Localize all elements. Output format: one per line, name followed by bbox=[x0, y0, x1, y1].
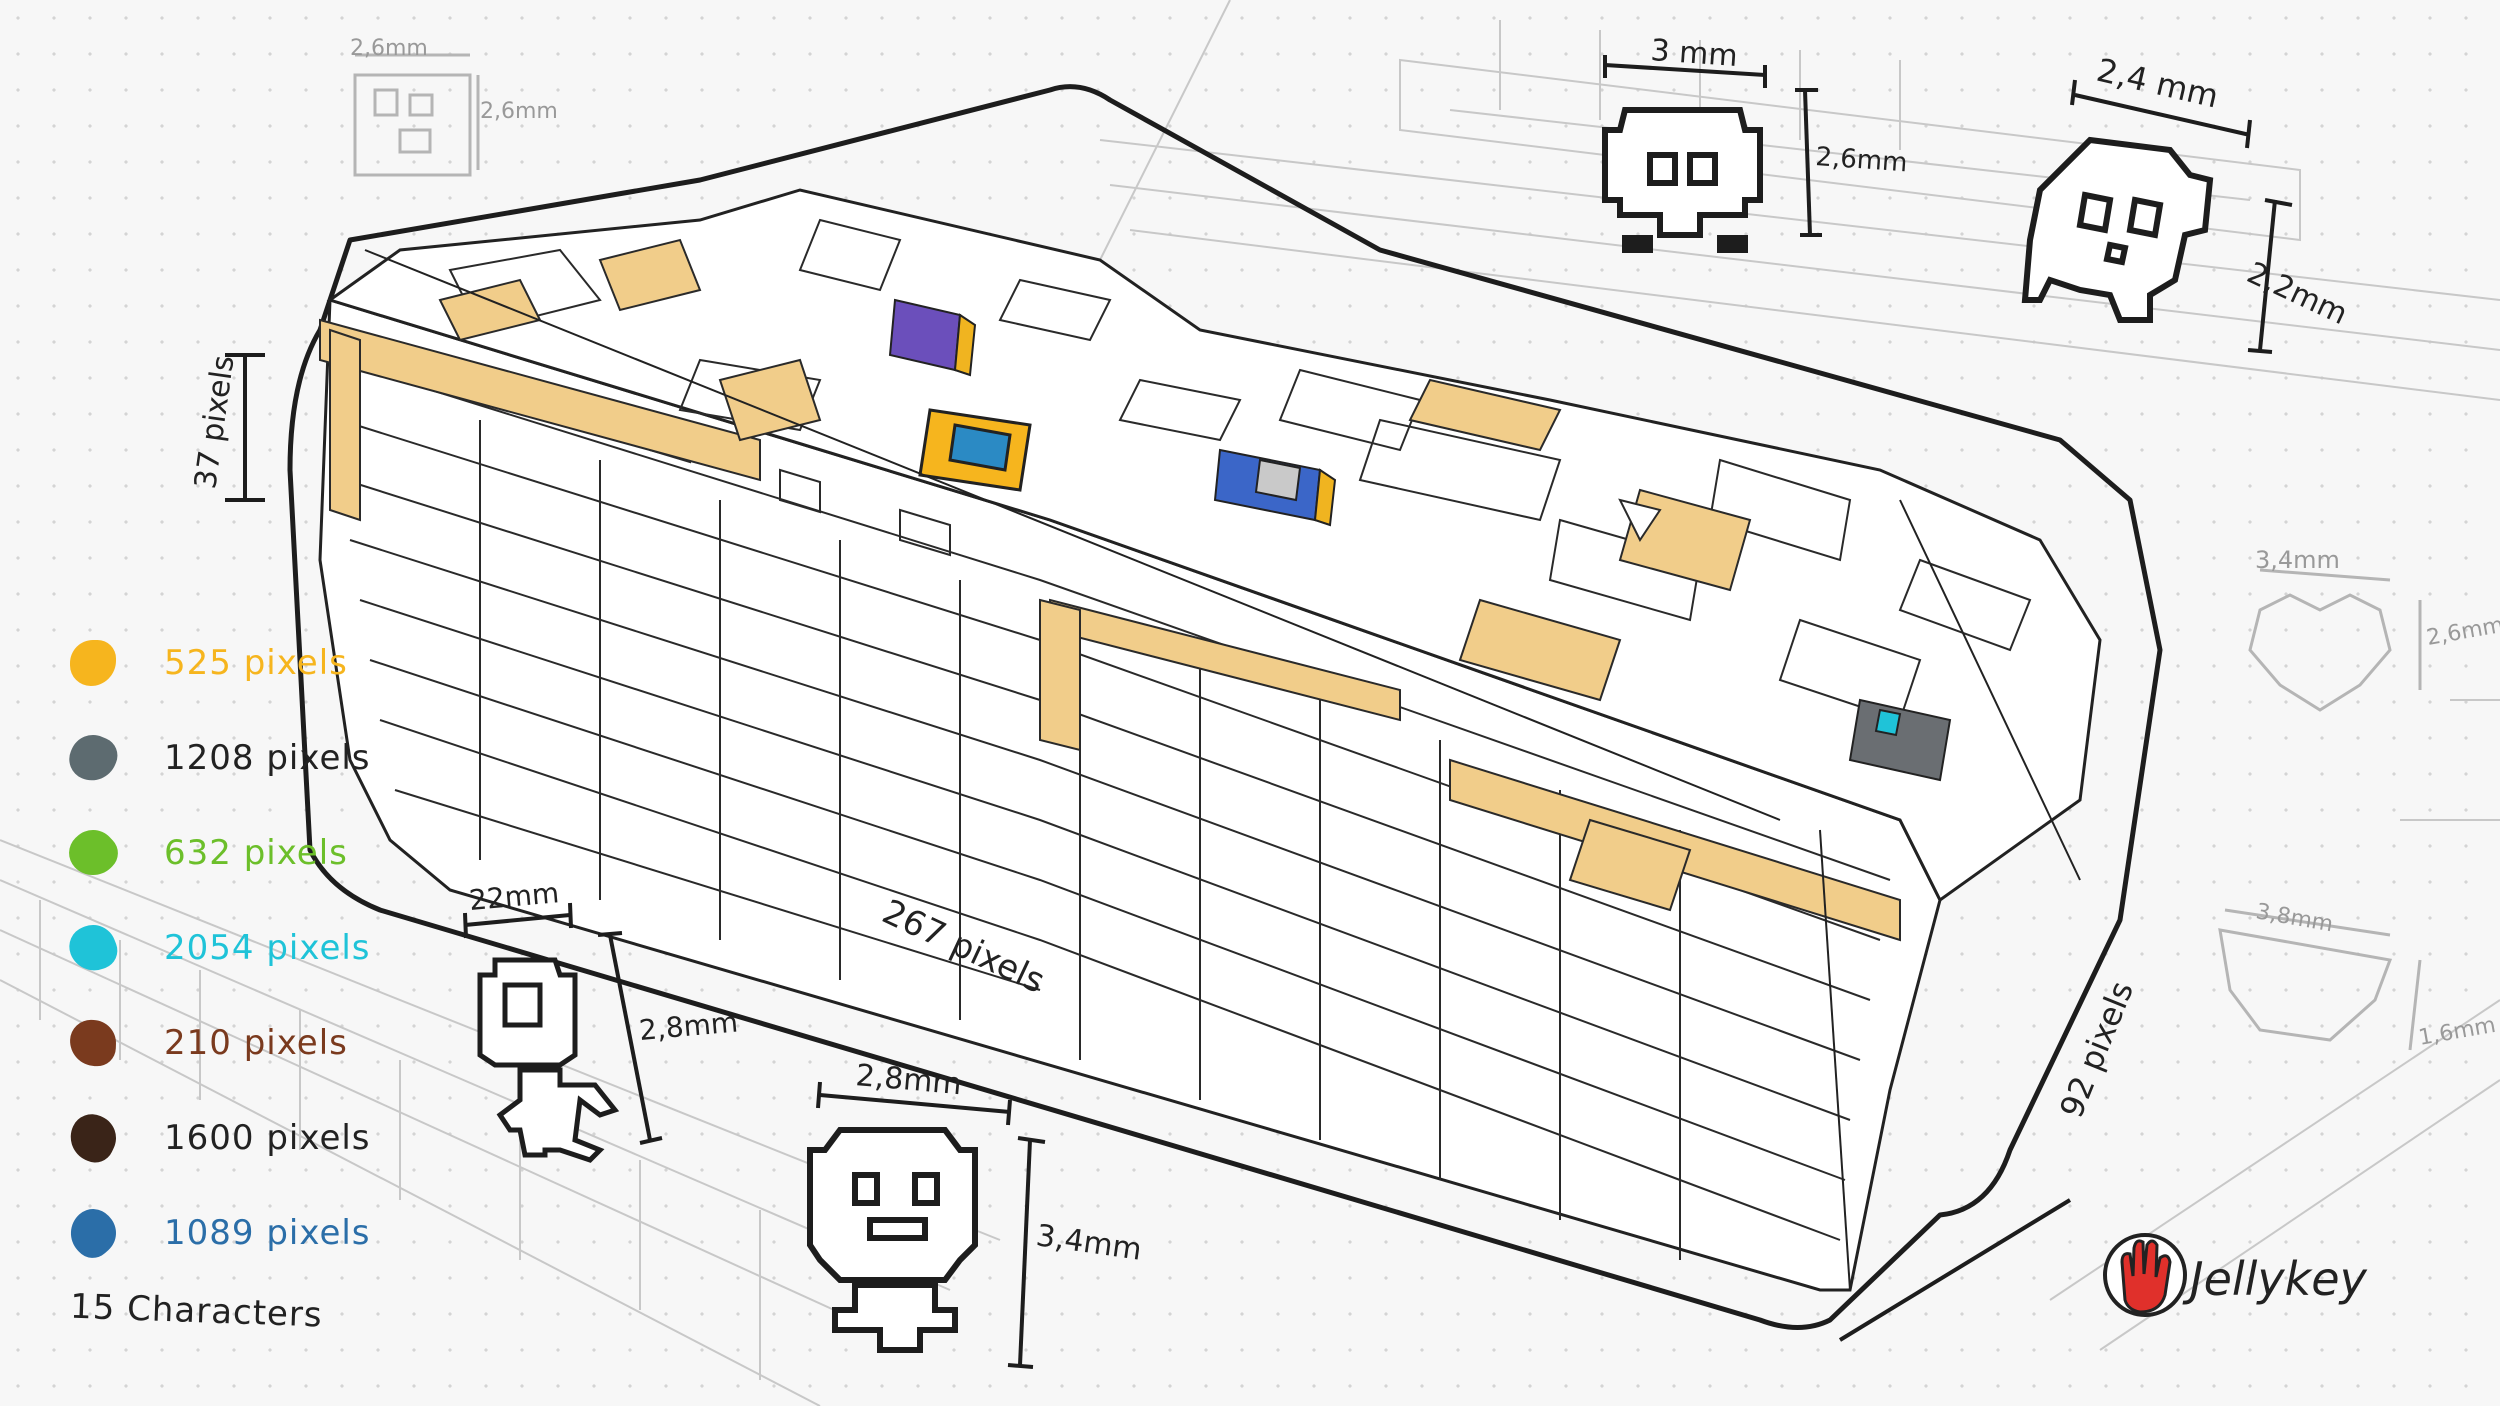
char-bottom-head-w: 2,8mm bbox=[854, 1058, 963, 1102]
char-bottom-head-dims bbox=[816, 1081, 1046, 1369]
legend-item: 1600 pixels bbox=[62, 1090, 490, 1185]
char-faint-small-w: 2,6mm bbox=[350, 36, 428, 61]
char-faint-small bbox=[353, 53, 480, 177]
legend-item: 1089 pixels bbox=[60, 1185, 490, 1280]
legend-label: 525 pixels bbox=[164, 642, 348, 683]
gray-block bbox=[1848, 698, 1952, 782]
color-swatch-icon bbox=[70, 639, 116, 686]
char-bottom-head bbox=[807, 1127, 978, 1353]
legend-item: 210 pixels bbox=[69, 995, 490, 1090]
legend-label: 1089 pixels bbox=[164, 1212, 371, 1253]
char-faint-small-h: 2,6mm bbox=[480, 99, 558, 124]
char-bottom-head-h: 3,4mm bbox=[1034, 1218, 1144, 1267]
legend-label: 632 pixels bbox=[164, 832, 348, 873]
purple-block bbox=[888, 298, 977, 377]
legend-item: 632 pixels bbox=[60, 805, 490, 900]
brand-logo: Jellykey bbox=[2103, 1233, 2368, 1317]
char-bottom-robot-w: 22mm bbox=[468, 876, 561, 917]
char-top-robot bbox=[1602, 107, 1763, 253]
hand-icon bbox=[2120, 1239, 2172, 1314]
legend-label: 1600 pixels bbox=[164, 1117, 371, 1158]
char-top-robot-h: 2,6mm bbox=[1815, 142, 1909, 178]
char-bottom-robot-h: 2,8mm bbox=[638, 1005, 740, 1047]
char-bottom-robot bbox=[477, 957, 620, 1163]
char-top-skull bbox=[2021, 136, 2214, 323]
legend-item: 525 pixels bbox=[70, 615, 490, 710]
legend: 525 pixels 1208 pixels 632 pixels 2054 pixe… bbox=[60, 615, 490, 1335]
color-swatch-icon bbox=[62, 727, 124, 788]
color-swatch-icon bbox=[60, 819, 126, 886]
perspective-lines bbox=[364, 249, 2081, 1291]
blue-block bbox=[1213, 448, 1337, 527]
color-swatch-icon bbox=[60, 1200, 126, 1265]
char-faint-heart-w: 3,4mm bbox=[2255, 546, 2340, 574]
color-swatch-icon bbox=[62, 1106, 124, 1169]
char-faint-cup-w: 3,8mm bbox=[2254, 899, 2335, 937]
brand-name: Jellykey bbox=[2182, 1252, 2368, 1306]
char-bottom-robot-dims bbox=[463, 902, 663, 1145]
orange-block bbox=[918, 408, 1032, 492]
keycap-width-label: 92 pixels bbox=[2052, 976, 2141, 1123]
color-swatch-icon bbox=[69, 1018, 117, 1067]
yellow-highlights bbox=[319, 238, 1901, 942]
legend-label: 2054 pixels bbox=[164, 927, 371, 968]
char-top-skull-dims bbox=[2070, 79, 2293, 354]
keycap-outline bbox=[287, 84, 2163, 1330]
char-faint-cup-h: 1,6mm bbox=[2417, 1013, 2498, 1051]
legend-label: 210 pixels bbox=[164, 1022, 348, 1063]
char-top-robot-dims bbox=[1603, 55, 1822, 237]
char-faint-cup bbox=[2218, 908, 2422, 1051]
keycap-height-label: 37 pixels bbox=[188, 353, 241, 491]
characters-count: 15 Characters bbox=[69, 1286, 324, 1336]
keycap-width-dimension bbox=[1838, 1198, 2072, 1342]
char-faint-heart bbox=[2248, 568, 2422, 712]
legend-label: 1208 pixels bbox=[164, 737, 371, 778]
keycap-height-dimension bbox=[225, 353, 265, 502]
char-top-robot-w: 3 mm bbox=[1649, 33, 1738, 74]
char-faint-heart-h: 2,6mm bbox=[2425, 613, 2500, 651]
legend-item: 1208 pixels bbox=[62, 710, 490, 805]
legend-item: 2054 pixels bbox=[63, 900, 490, 995]
color-swatch-icon bbox=[63, 917, 123, 978]
char-top-skull-w: 2,4 mm bbox=[2093, 51, 2222, 116]
